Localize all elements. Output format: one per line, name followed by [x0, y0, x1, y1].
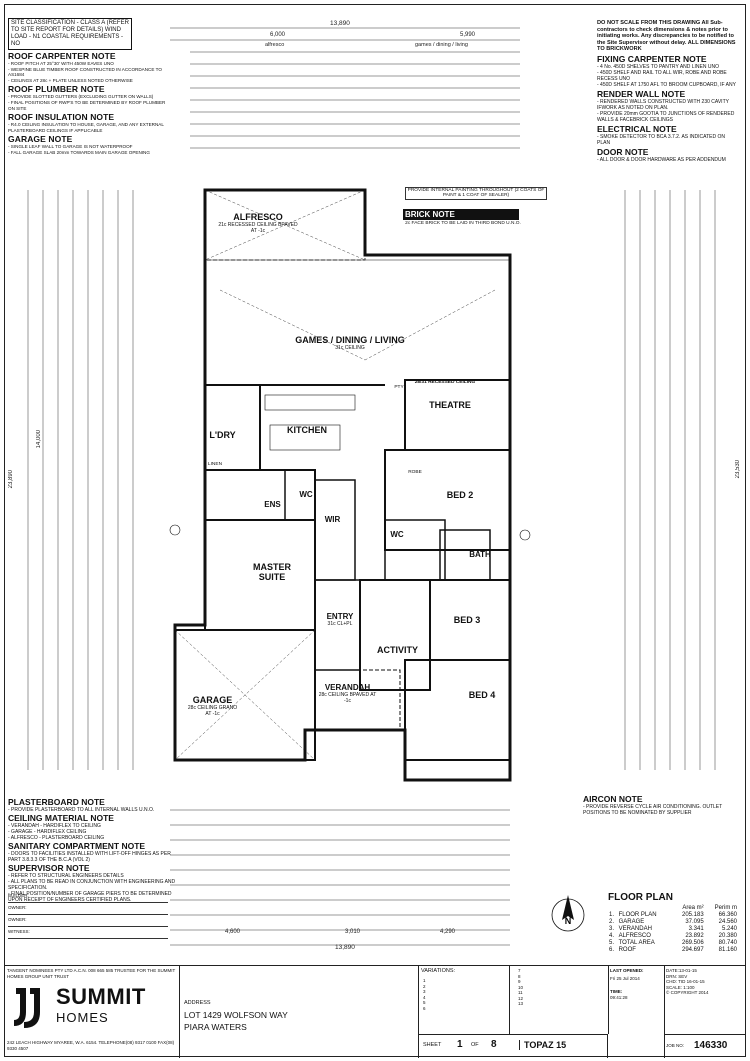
dim-left-total: 23,890: [8, 470, 14, 489]
brick-note-heading: BRICK NOTE: [403, 209, 519, 220]
signature-block: BUILDER: OWNER: OWNER: WITNESS:: [8, 893, 168, 941]
signature-owner-2[interactable]: OWNER:: [8, 917, 168, 927]
bottom-dimension-lines: [170, 809, 510, 946]
note-sanitary: SANITARY COMPARTMENT NOTE - DOORS TO FAC…: [8, 841, 171, 863]
label-robe: ROBE: [408, 470, 422, 475]
dim-bottom-c: 4,290: [440, 929, 456, 935]
right-notes: DO NOT SCALE FROM THIS DRAWING All Sub-c…: [597, 20, 737, 163]
design-name: TOPAZ 15: [519, 1040, 566, 1050]
signature-builder[interactable]: BUILDER:: [8, 893, 168, 903]
note-door: DOOR NOTE - ALL DOOR & DOOR HARDWARE AS …: [597, 146, 726, 163]
note-roof-carpenter: ROOF CARPENTER NOTE - ROOF PITCH AT 25°3…: [8, 51, 162, 83]
dim-bottom-b: 3,010: [345, 929, 361, 935]
dim-top-alfresco: alfresco: [265, 42, 285, 48]
left-dimension-lines: [27, 190, 134, 770]
room-wc2: WC: [390, 530, 404, 539]
dim-bottom-overall: 13,890: [335, 944, 355, 951]
right-dimension-lines: [624, 190, 716, 770]
room-ldry: L'DRY: [209, 430, 236, 440]
theatre-ceiling: 28/31 RECESSED CEILING: [414, 380, 476, 385]
bottom-notes: PLASTERBOARD NOTE - PROVIDE PLASTERBOARD…: [8, 797, 178, 903]
company-cell: TANGENT NOMINEES PTY LTD A.C.N. 008 665 …: [4, 966, 180, 1058]
room-bed3: BED 3: [453, 615, 481, 625]
room-master: MASTER SUITE: [253, 562, 291, 582]
logo-main: SUMMIT: [56, 984, 146, 1009]
room-theatre: THEATRE: [429, 400, 471, 410]
site-classification: SITE CLASSIFICATION - CLASS A (REFER TO …: [8, 18, 132, 50]
floor-plan-drawing: [169, 188, 531, 782]
paint-note: PROVIDE INTERNAL PAINTING THROUGHOUT (2 …: [405, 187, 547, 200]
sheet-number: 1: [457, 1039, 463, 1050]
note-render-wall: RENDER WALL NOTE - RENDERED WALLS CONSTR…: [597, 88, 735, 123]
title-block: TANGENT NOMINEES PTY LTD A.C.N. 008 665 …: [4, 965, 746, 1058]
dim-top-b: 5,990: [460, 32, 476, 38]
scale-disclaimer: DO NOT SCALE FROM THIS DRAWING All Sub-c…: [597, 20, 736, 53]
label-pty: PTY: [394, 385, 404, 390]
note-ceiling-material: CEILING MATERIAL NOTE - VERANDAH - HARDI…: [8, 813, 114, 841]
address-line-2: PIARA WATERS: [184, 1022, 247, 1032]
note-fixing-carpenter: FIXING CARPENTER NOTE - 4 No. 450D SHELV…: [597, 53, 736, 88]
dim-bottom-a: 4,600: [225, 929, 241, 935]
label-linen: LINEN: [207, 462, 223, 467]
drawing-sheet: [4, 4, 746, 1057]
signature-witness[interactable]: WITNESS:: [8, 929, 168, 939]
top-dimension-lines: [170, 27, 520, 149]
dim-top-games: games / dining / living: [415, 42, 468, 48]
room-bed4: BED 4: [468, 690, 496, 700]
note-roof-plumber: ROOF PLUMBER NOTE - PROVIDE SLOTTED GUTT…: [8, 84, 166, 111]
note-electrical: ELECTRICAL NOTE - SMOKE DETECTOR TO BCA …: [597, 123, 725, 146]
svg-text:N: N: [565, 916, 572, 926]
last-opened-cell: LAST OPENED: Fri 25 Jul 2014 TIME: 09:41…: [608, 966, 665, 1058]
address-cell: ADDRESS LOT 1429 WOLFSON WAY PIARA WATER…: [184, 1000, 288, 1032]
room-bed2: BED 2: [446, 490, 474, 500]
note-plasterboard: PLASTERBOARD NOTE - PROVIDE PLASTERBOARD…: [8, 797, 155, 813]
aircon-note: AIRCON NOTE - PROVIDE REVERSE CYCLE AIR …: [583, 794, 723, 816]
room-kitchen: KITCHEN: [287, 425, 327, 435]
dim-right-total: 23,530: [735, 460, 741, 479]
north-arrow-icon: N: [551, 895, 585, 932]
room-wir: WIR: [324, 515, 341, 524]
brick-note-text: 2c FACE BRICK TO BE LAID IN THIRD BOND U…: [405, 221, 521, 226]
floor-plan-title: FLOOR PLAN: [608, 892, 673, 903]
dim-left-mid: 14,000: [36, 430, 42, 449]
logo-sub: HOMES: [56, 1010, 109, 1025]
signature-owner-1[interactable]: OWNER:: [8, 905, 168, 915]
job-number: 146330: [694, 1040, 728, 1051]
sheet-cell: SHEET 1 OF 8 TOPAZ 15: [418, 1034, 608, 1058]
room-wc: WC: [299, 490, 313, 499]
left-notes: SITE CLASSIFICATION - CLASS A (REFER TO …: [8, 18, 168, 156]
drawing-info-cell: DATE:13-01-15 DRN: SEV CHD: TID 16-01-15…: [664, 966, 746, 1058]
company-address: 242 LEACH HIGHWAY MYAREE, W.A. 6154. TEL…: [7, 1040, 175, 1051]
note-garage: GARAGE NOTE - SINGLE LEAF WALL TO GARAGE…: [8, 134, 150, 155]
dim-top-overall: 13,890: [330, 20, 350, 27]
summit-logo-icon: [10, 986, 50, 1030]
dim-top-a: 6,000: [270, 32, 286, 38]
company-line: TANGENT NOMINEES PTY LTD A.C.N. 008 665 …: [7, 968, 176, 979]
room-ens: ENS: [264, 500, 281, 509]
room-bath: BATH: [469, 550, 491, 559]
room-activity: ACTIVITY: [376, 645, 418, 655]
address-line-1: LOT 1429 WOLFSON WAY: [184, 1010, 288, 1020]
sheet-total: 8: [491, 1039, 497, 1050]
note-supervisor: SUPERVISOR NOTE - REFER TO STRUCTURAL EN…: [8, 863, 176, 903]
note-roof-insulation: ROOF INSULATION NOTE - R4.0 CEILING INSU…: [8, 112, 164, 133]
